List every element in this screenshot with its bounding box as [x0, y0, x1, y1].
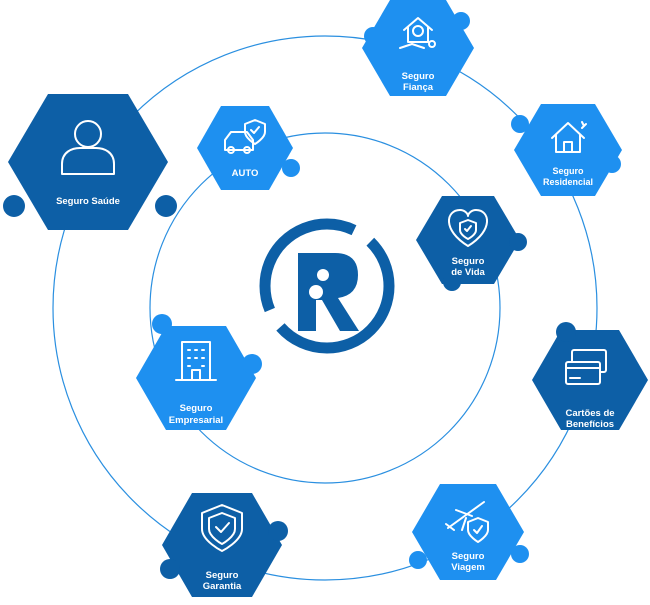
- puzzle-r-icon: [298, 253, 359, 331]
- house-money-key-icon: [399, 17, 436, 49]
- node-label-line1: Seguro: [452, 256, 485, 267]
- node-seguro-fianca[interactable]: Seguro Fiança: [362, 0, 474, 96]
- node-label-line1: Seguro: [180, 403, 213, 414]
- node-seguro-empresarial[interactable]: Seguro Empresarial: [136, 314, 262, 430]
- node-label-line2: Viagem: [451, 562, 485, 573]
- node-label-line2: Empresarial: [169, 415, 223, 426]
- puzzle-tab: [452, 12, 470, 30]
- center-logo: R: [259, 218, 395, 354]
- node-label-line1: Seguro: [452, 551, 485, 562]
- puzzle-tab: [160, 559, 180, 579]
- node-seguro-saude[interactable]: Seguro Saúde: [3, 94, 177, 230]
- heart-shield-icon: [448, 209, 488, 247]
- node-label-line2: de Vida: [451, 267, 485, 278]
- puzzle-tab: [556, 322, 576, 342]
- node-label-line2: Garantia: [203, 581, 242, 592]
- building-icon: [175, 341, 217, 381]
- puzzle-tab: [409, 551, 427, 569]
- house-icon: [551, 121, 587, 153]
- node-seguro-viagem[interactable]: Seguro Viagem: [409, 484, 529, 580]
- logo-ring: [259, 218, 395, 354]
- hexagon-shape: [514, 104, 622, 196]
- node-seguro-residencial[interactable]: Seguro Residencial: [511, 104, 622, 196]
- node-label-line1: Seguro: [402, 71, 435, 82]
- node-label-line1: Cartões de: [565, 408, 614, 419]
- puzzle-tab: [155, 195, 177, 217]
- puzzle-tab: [282, 159, 300, 177]
- node-label-line2: Benefícios: [566, 419, 614, 430]
- node-seguro-garantia[interactable]: Seguro Garantia: [160, 493, 288, 597]
- node-label-line1: Seguro: [552, 166, 584, 176]
- person-icon: [61, 120, 115, 175]
- shield-check-icon: [201, 504, 243, 552]
- hexagon-shape: [136, 326, 256, 430]
- puzzle-tab: [603, 155, 621, 173]
- node-label: AUTO: [232, 168, 259, 179]
- hexagon-shape: [8, 94, 168, 230]
- node-label-line2: Fiança: [403, 82, 434, 93]
- puzzle-tab: [364, 27, 382, 45]
- node-auto[interactable]: AUTO: [197, 106, 300, 190]
- airplane-shield-icon: [445, 501, 489, 543]
- puzzle-tab: [511, 115, 529, 133]
- puzzle-tab: [3, 195, 25, 217]
- credit-cards-icon: [565, 349, 607, 385]
- node-label: Seguro Saúde: [56, 196, 120, 207]
- node-seguro-de-vida[interactable]: Seguro de Vida: [416, 196, 527, 291]
- puzzle-tab: [443, 273, 461, 291]
- node-label-line1: Seguro: [206, 570, 239, 581]
- car-shield-icon: [224, 119, 266, 154]
- hexagon-shape: [362, 0, 474, 96]
- puzzle-tab: [268, 521, 288, 541]
- puzzle-tab: [152, 314, 172, 334]
- puzzle-tab: [509, 233, 527, 251]
- inner-orbit-ring: [149, 132, 501, 484]
- node-label-line2: Residencial: [543, 177, 593, 187]
- outer-orbit-ring: [52, 35, 598, 581]
- node-cartoes-de-beneficios[interactable]: Cartões de Benefícios: [532, 322, 648, 430]
- puzzle-tab: [242, 354, 262, 374]
- puzzle-tab: [511, 545, 529, 563]
